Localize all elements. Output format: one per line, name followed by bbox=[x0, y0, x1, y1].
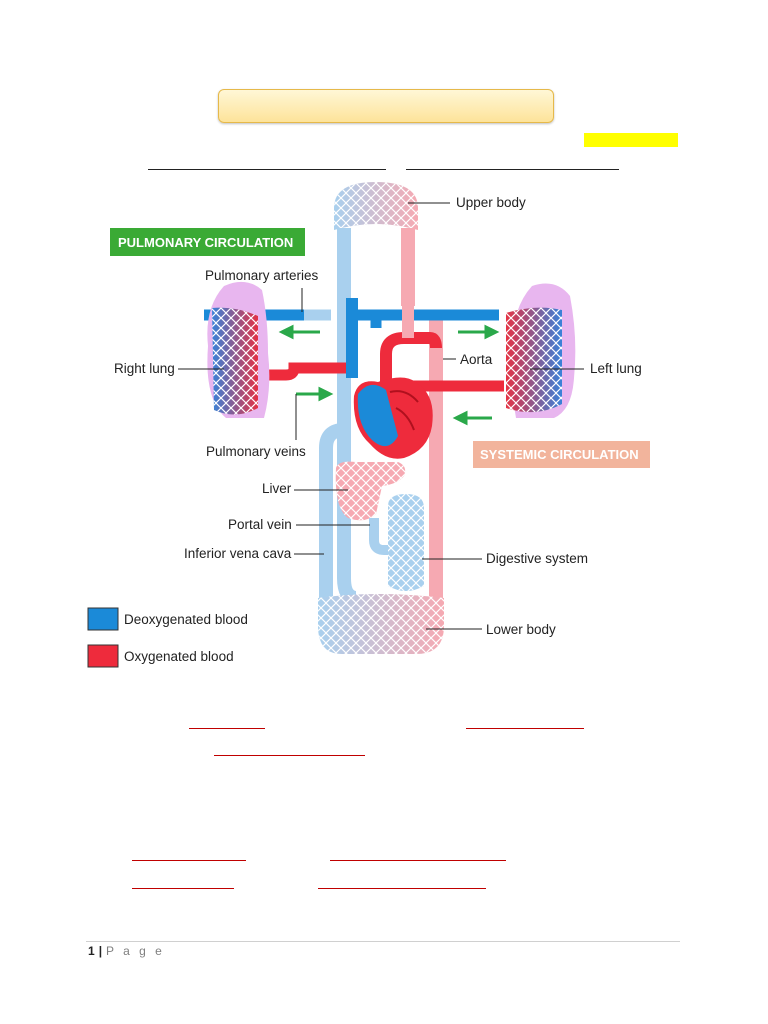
highlight-mark bbox=[584, 133, 678, 147]
legend-oxygenated: Oxygenated blood bbox=[124, 649, 234, 664]
label-pulmonary-veins: Pulmonary veins bbox=[206, 444, 306, 459]
liver bbox=[335, 461, 406, 521]
lower-body-capillaries bbox=[318, 594, 444, 654]
label-upper-body: Upper body bbox=[456, 195, 526, 210]
answer-blank bbox=[466, 728, 584, 729]
label-lower-body: Lower body bbox=[486, 622, 556, 637]
answer-blank bbox=[132, 888, 234, 889]
systemic-circulation-banner: SYSTEMIC CIRCULATION bbox=[473, 441, 650, 468]
left-lung bbox=[506, 283, 576, 418]
right-lung bbox=[207, 281, 270, 418]
answer-blank bbox=[189, 728, 265, 729]
page-label: P a g e bbox=[106, 944, 165, 958]
label-liver: Liver bbox=[262, 481, 292, 496]
digestive-system bbox=[388, 494, 424, 591]
underline-rule bbox=[406, 169, 619, 170]
title-box bbox=[218, 89, 554, 123]
circulation-diagram: PULMONARY CIRCULATION SYSTEMIC CIRCULATI… bbox=[87, 182, 650, 668]
footer-separator: | bbox=[98, 944, 103, 958]
footer-rule bbox=[86, 941, 680, 942]
page-number: 1 bbox=[88, 944, 95, 958]
answer-blank bbox=[132, 860, 246, 861]
label-portal-vein: Portal vein bbox=[228, 517, 292, 532]
page-footer: 1|P a g e bbox=[88, 944, 165, 958]
answer-blank bbox=[214, 755, 365, 756]
label-aorta: Aorta bbox=[460, 352, 493, 367]
heart bbox=[353, 377, 433, 459]
label-inferior-vena-cava: Inferior vena cava bbox=[184, 546, 292, 561]
legend: Deoxygenated blood Oxygenated blood bbox=[87, 607, 248, 668]
pulmonary-circulation-banner: PULMONARY CIRCULATION bbox=[110, 228, 305, 256]
answer-blank bbox=[318, 888, 486, 889]
upper-body-capillaries bbox=[334, 182, 418, 230]
legend-deoxygenated: Deoxygenated blood bbox=[124, 612, 248, 627]
label-right-lung: Right lung bbox=[114, 361, 175, 376]
svg-text:PULMONARY CIRCULATION: PULMONARY CIRCULATION bbox=[118, 235, 293, 250]
label-digestive-system: Digestive system bbox=[486, 551, 588, 566]
label-left-lung: Left lung bbox=[590, 361, 642, 376]
svg-text:SYSTEMIC CIRCULATION: SYSTEMIC CIRCULATION bbox=[480, 447, 639, 462]
underline-rule bbox=[148, 169, 386, 170]
answer-blank bbox=[330, 860, 506, 861]
label-pulmonary-arteries: Pulmonary arteries bbox=[205, 268, 319, 283]
